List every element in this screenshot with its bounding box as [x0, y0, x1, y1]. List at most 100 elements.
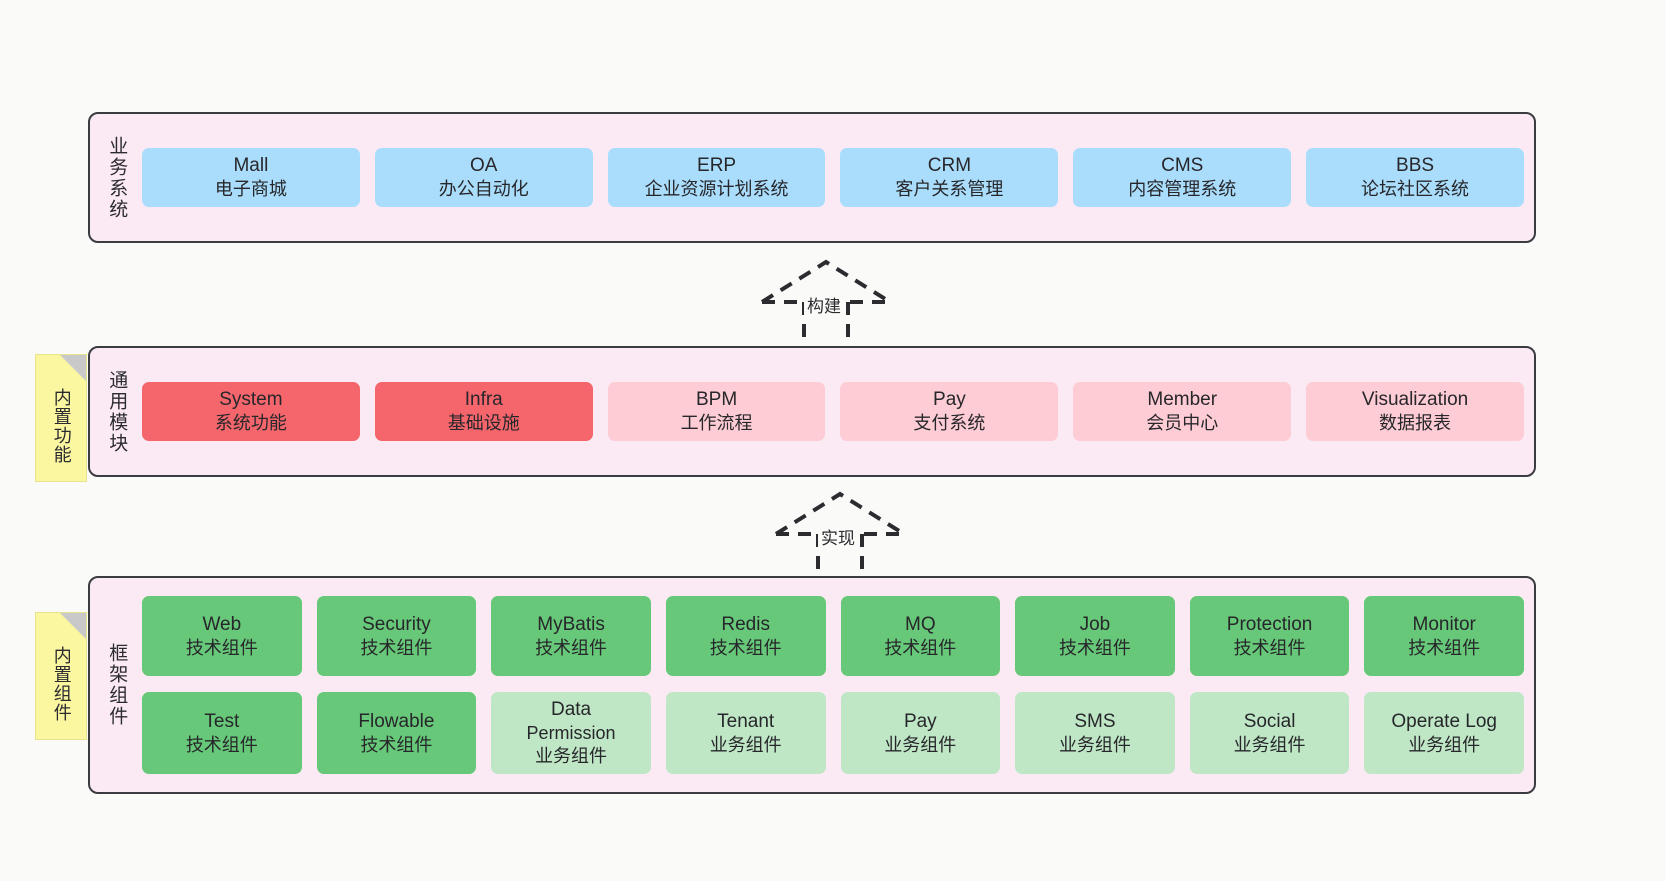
box-title: Visualization: [1361, 389, 1469, 411]
box-title: Web: [202, 613, 242, 635]
box-title: System: [219, 389, 283, 411]
box-subtitle: 技术组件: [360, 637, 433, 658]
common-modules-label: 通用模块: [106, 369, 128, 454]
box-subtitle: 技术组件: [1408, 637, 1481, 658]
box-subtitle: 论坛社区系统: [1361, 179, 1470, 200]
box-subtitle: 业务组件: [1408, 734, 1481, 755]
box-title: Flowable: [358, 710, 435, 732]
box-title: BPM: [695, 389, 738, 411]
box-subtitle: 技术组件: [1058, 637, 1131, 658]
box-title-line2: Permission: [526, 723, 616, 744]
box-subtitle: 技术组件: [185, 734, 258, 755]
box-title: Operate Log: [1391, 710, 1497, 732]
box-subtitle: 电子商城: [214, 179, 287, 200]
box-title: BBS: [1396, 155, 1435, 177]
box-subtitle: 技术组件: [535, 637, 608, 658]
box-subtitle: 会员中心: [1146, 413, 1219, 434]
note-fold-corner: [60, 613, 86, 639]
builtin-features-note-label: 内置功能: [51, 388, 72, 464]
connector-implement: 实现: [770, 488, 920, 576]
box-title: OA: [470, 155, 498, 177]
box-title: Social: [1243, 710, 1296, 732]
builtin-features-note: 内置功能: [35, 354, 87, 482]
box-title: Tenant: [717, 710, 775, 732]
box-subtitle: 数据报表: [1379, 413, 1452, 434]
box-title: Redis: [721, 613, 770, 635]
box-subtitle: 业务组件: [1233, 734, 1306, 755]
box-subtitle: 技术组件: [360, 734, 433, 755]
box-title: MyBatis: [537, 613, 605, 635]
build-arrow-label: 构建: [804, 292, 844, 317]
box-title: Data: [550, 699, 592, 721]
box-title: Pay: [933, 389, 966, 411]
box-title: Pay: [903, 710, 937, 732]
business-systems-label: 业务系统: [106, 135, 128, 220]
box-title: Security: [362, 613, 431, 635]
box-subtitle: 业务组件: [884, 734, 957, 755]
framework-components-label: 框架组件: [106, 643, 128, 727]
box-subtitle: 工作流程: [680, 413, 753, 434]
box-title: Infra: [464, 389, 503, 411]
box-title: SMS: [1074, 710, 1116, 732]
box-title: ERP: [697, 155, 737, 177]
box-subtitle: 内容管理系统: [1128, 179, 1237, 200]
box-subtitle: 业务组件: [535, 745, 608, 766]
note-fold-corner: [60, 355, 86, 381]
box-title: Member: [1147, 389, 1218, 411]
builtin-components-note: 内置组件: [35, 612, 87, 740]
box-subtitle: 企业资源计划系统: [644, 179, 789, 200]
box-title: MQ: [905, 613, 936, 635]
implement-arrow-label: 实现: [818, 524, 858, 549]
box-subtitle: 技术组件: [709, 637, 782, 658]
box-subtitle: 客户关系管理: [895, 179, 1004, 200]
box-title: CMS: [1161, 155, 1204, 177]
box-subtitle: 系统功能: [214, 413, 287, 434]
box-subtitle: 办公自动化: [438, 179, 529, 200]
box-subtitle: 技术组件: [185, 637, 258, 658]
box-title: Protection: [1226, 613, 1313, 635]
box-title: Test: [204, 710, 240, 732]
box-title: Monitor: [1412, 613, 1476, 635]
box-title: Job: [1079, 613, 1111, 635]
box-subtitle: 技术组件: [1233, 637, 1306, 658]
